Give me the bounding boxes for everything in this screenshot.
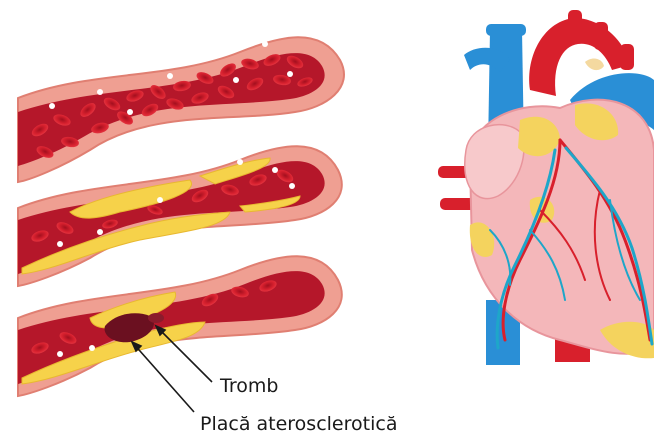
plaque-label: Placă aterosclerotică: [200, 413, 397, 435]
thrombus-label: Tromb: [219, 375, 278, 397]
heart: [438, 10, 654, 365]
vessel-thrombus: [18, 256, 342, 396]
